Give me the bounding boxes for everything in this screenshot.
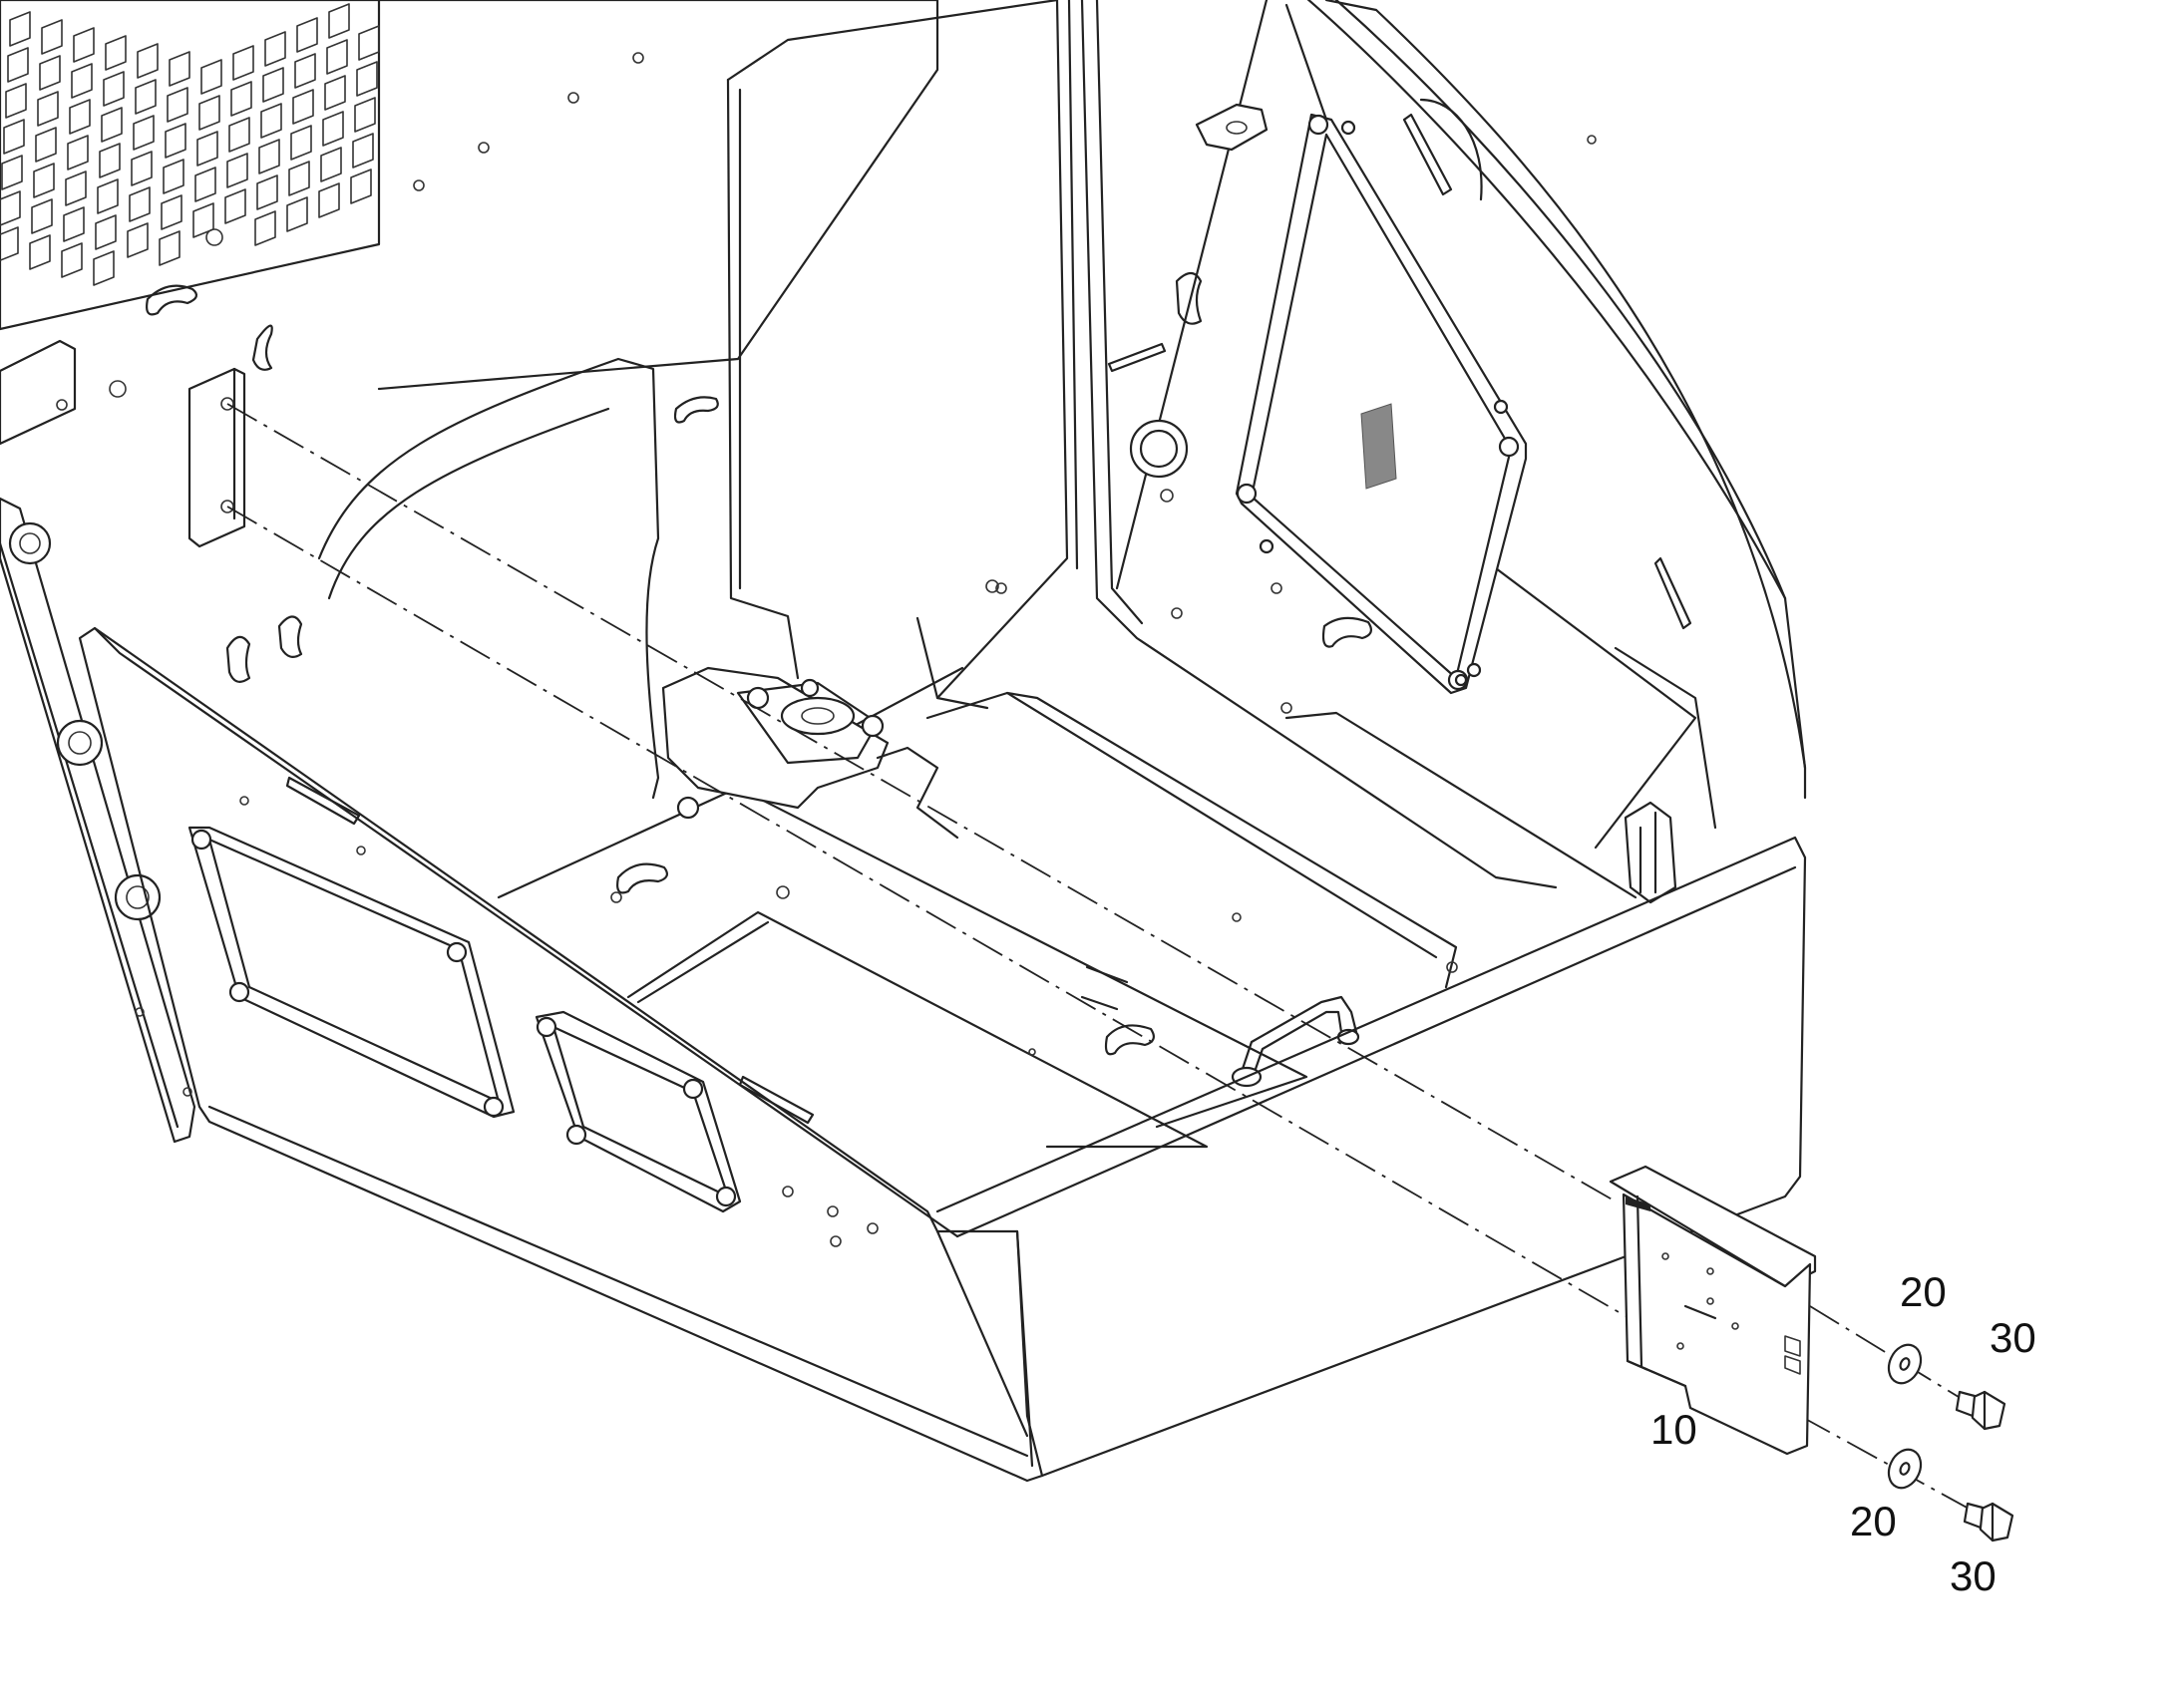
- right-compartment: [995, 0, 1787, 973]
- bolt-lower: [1963, 1502, 2014, 1542]
- ventilation-slot: [71, 63, 93, 99]
- ventilation-slot: [322, 111, 344, 147]
- ventilation-slot: [286, 196, 308, 232]
- ventilation-slot: [290, 125, 312, 161]
- ventilation-slot: [294, 53, 316, 89]
- ventilation-slot: [167, 87, 188, 123]
- ventilation-slot: [135, 79, 157, 115]
- ventilation-slots: [0, 3, 380, 286]
- ventilation-slot: [350, 169, 372, 204]
- washer-lower: [1887, 1448, 1923, 1490]
- ventilation-slot: [356, 61, 378, 97]
- ventilation-slot: [1, 155, 23, 190]
- ventilation-slot: [61, 242, 83, 278]
- ventilation-slot: [163, 159, 184, 194]
- ventilation-slot: [63, 206, 85, 242]
- ventilation-slot: [39, 55, 61, 91]
- callout-part-30-lower: 30: [1950, 1552, 1997, 1599]
- perforated-panel: [0, 0, 381, 331]
- ventilation-slot: [133, 115, 155, 151]
- ventilation-slot: [354, 97, 376, 133]
- ventilation-slot: [192, 202, 214, 238]
- ventilation-slot: [254, 210, 276, 246]
- ventilation-slot: [262, 67, 284, 103]
- ventilation-slot: [97, 178, 119, 214]
- ventilation-slot: [232, 45, 254, 81]
- ventilation-slot: [296, 17, 318, 53]
- ventilation-slot: [196, 131, 218, 167]
- ventilation-slot: [31, 198, 53, 234]
- ventilation-slot: [129, 186, 151, 222]
- ventilation-slot: [200, 59, 222, 95]
- ventilation-slot: [105, 35, 127, 71]
- ventilation-slot: [292, 89, 314, 125]
- ventilation-slot: [256, 174, 278, 210]
- ventilation-slot: [264, 31, 286, 67]
- cable-slots: [146, 271, 1372, 1056]
- ventilation-slot: [73, 27, 95, 63]
- ventilation-slot: [93, 250, 115, 286]
- ventilation-slot: [131, 151, 153, 186]
- ventilation-slot: [324, 75, 346, 111]
- ventilation-slot: [358, 25, 380, 61]
- ventilation-slot: [99, 143, 121, 178]
- washer-upper: [1887, 1343, 1923, 1385]
- callout-part-20-upper: 20: [1900, 1268, 1947, 1315]
- ventilation-slot: [159, 230, 181, 266]
- ventilation-slot: [326, 39, 348, 75]
- ventilation-slot: [69, 99, 91, 135]
- ventilation-slot: [95, 214, 117, 250]
- ventilation-slot: [29, 234, 51, 270]
- ventilation-slot: [35, 127, 57, 163]
- ventilation-slot: [9, 11, 31, 47]
- ventilation-slot: [0, 226, 19, 262]
- ventilation-slot: [7, 47, 29, 83]
- ventilation-slot: [137, 43, 159, 79]
- bracket-plate-part: [1609, 1165, 1817, 1456]
- ventilation-slot: [169, 51, 190, 87]
- ventilation-slot: [5, 83, 27, 119]
- ventilation-slot: [165, 123, 186, 159]
- ventilation-slot: [37, 91, 59, 127]
- machine-frame: [0, 0, 1807, 1483]
- ventilation-slot: [103, 71, 125, 107]
- ventilation-slot: [320, 147, 342, 182]
- ventilation-slot: [33, 163, 55, 198]
- left-mount-bracket: [187, 367, 246, 548]
- ventilation-slot: [101, 107, 123, 143]
- ventilation-slot: [318, 182, 340, 218]
- ventilation-slot: [198, 95, 220, 131]
- ventilation-slot: [258, 139, 280, 174]
- ventilation-slot: [0, 190, 21, 226]
- ventilation-slot: [224, 188, 246, 224]
- ventilation-slot: [328, 3, 350, 39]
- hydraulic-pipe: [1231, 995, 1360, 1088]
- callout-part-20-lower: 20: [1850, 1498, 1897, 1544]
- left-hinge-column: [0, 497, 196, 1144]
- ventilation-slot: [194, 167, 216, 202]
- ventilation-slot: [127, 222, 149, 258]
- front-left-body: [78, 626, 1044, 1483]
- callout-part-30-upper: 30: [1990, 1314, 2036, 1361]
- ventilation-slot: [3, 119, 25, 155]
- ventilation-slot: [228, 117, 250, 153]
- center-isolator-mount: [661, 666, 959, 840]
- right-outer-wall: [935, 0, 1807, 1478]
- ventilation-slot: [230, 81, 252, 117]
- ventilation-slot: [161, 194, 182, 230]
- ventilation-slot: [65, 171, 87, 206]
- callout-part-10: 10: [1650, 1406, 1697, 1453]
- ventilation-slot: [260, 103, 282, 139]
- ventilation-slot: [226, 153, 248, 188]
- ventilation-slot: [41, 19, 63, 55]
- ventilation-slot: [288, 161, 310, 196]
- bolt-upper: [1955, 1390, 2006, 1431]
- ventilation-slot: [352, 133, 374, 169]
- ventilation-slot: [67, 135, 89, 171]
